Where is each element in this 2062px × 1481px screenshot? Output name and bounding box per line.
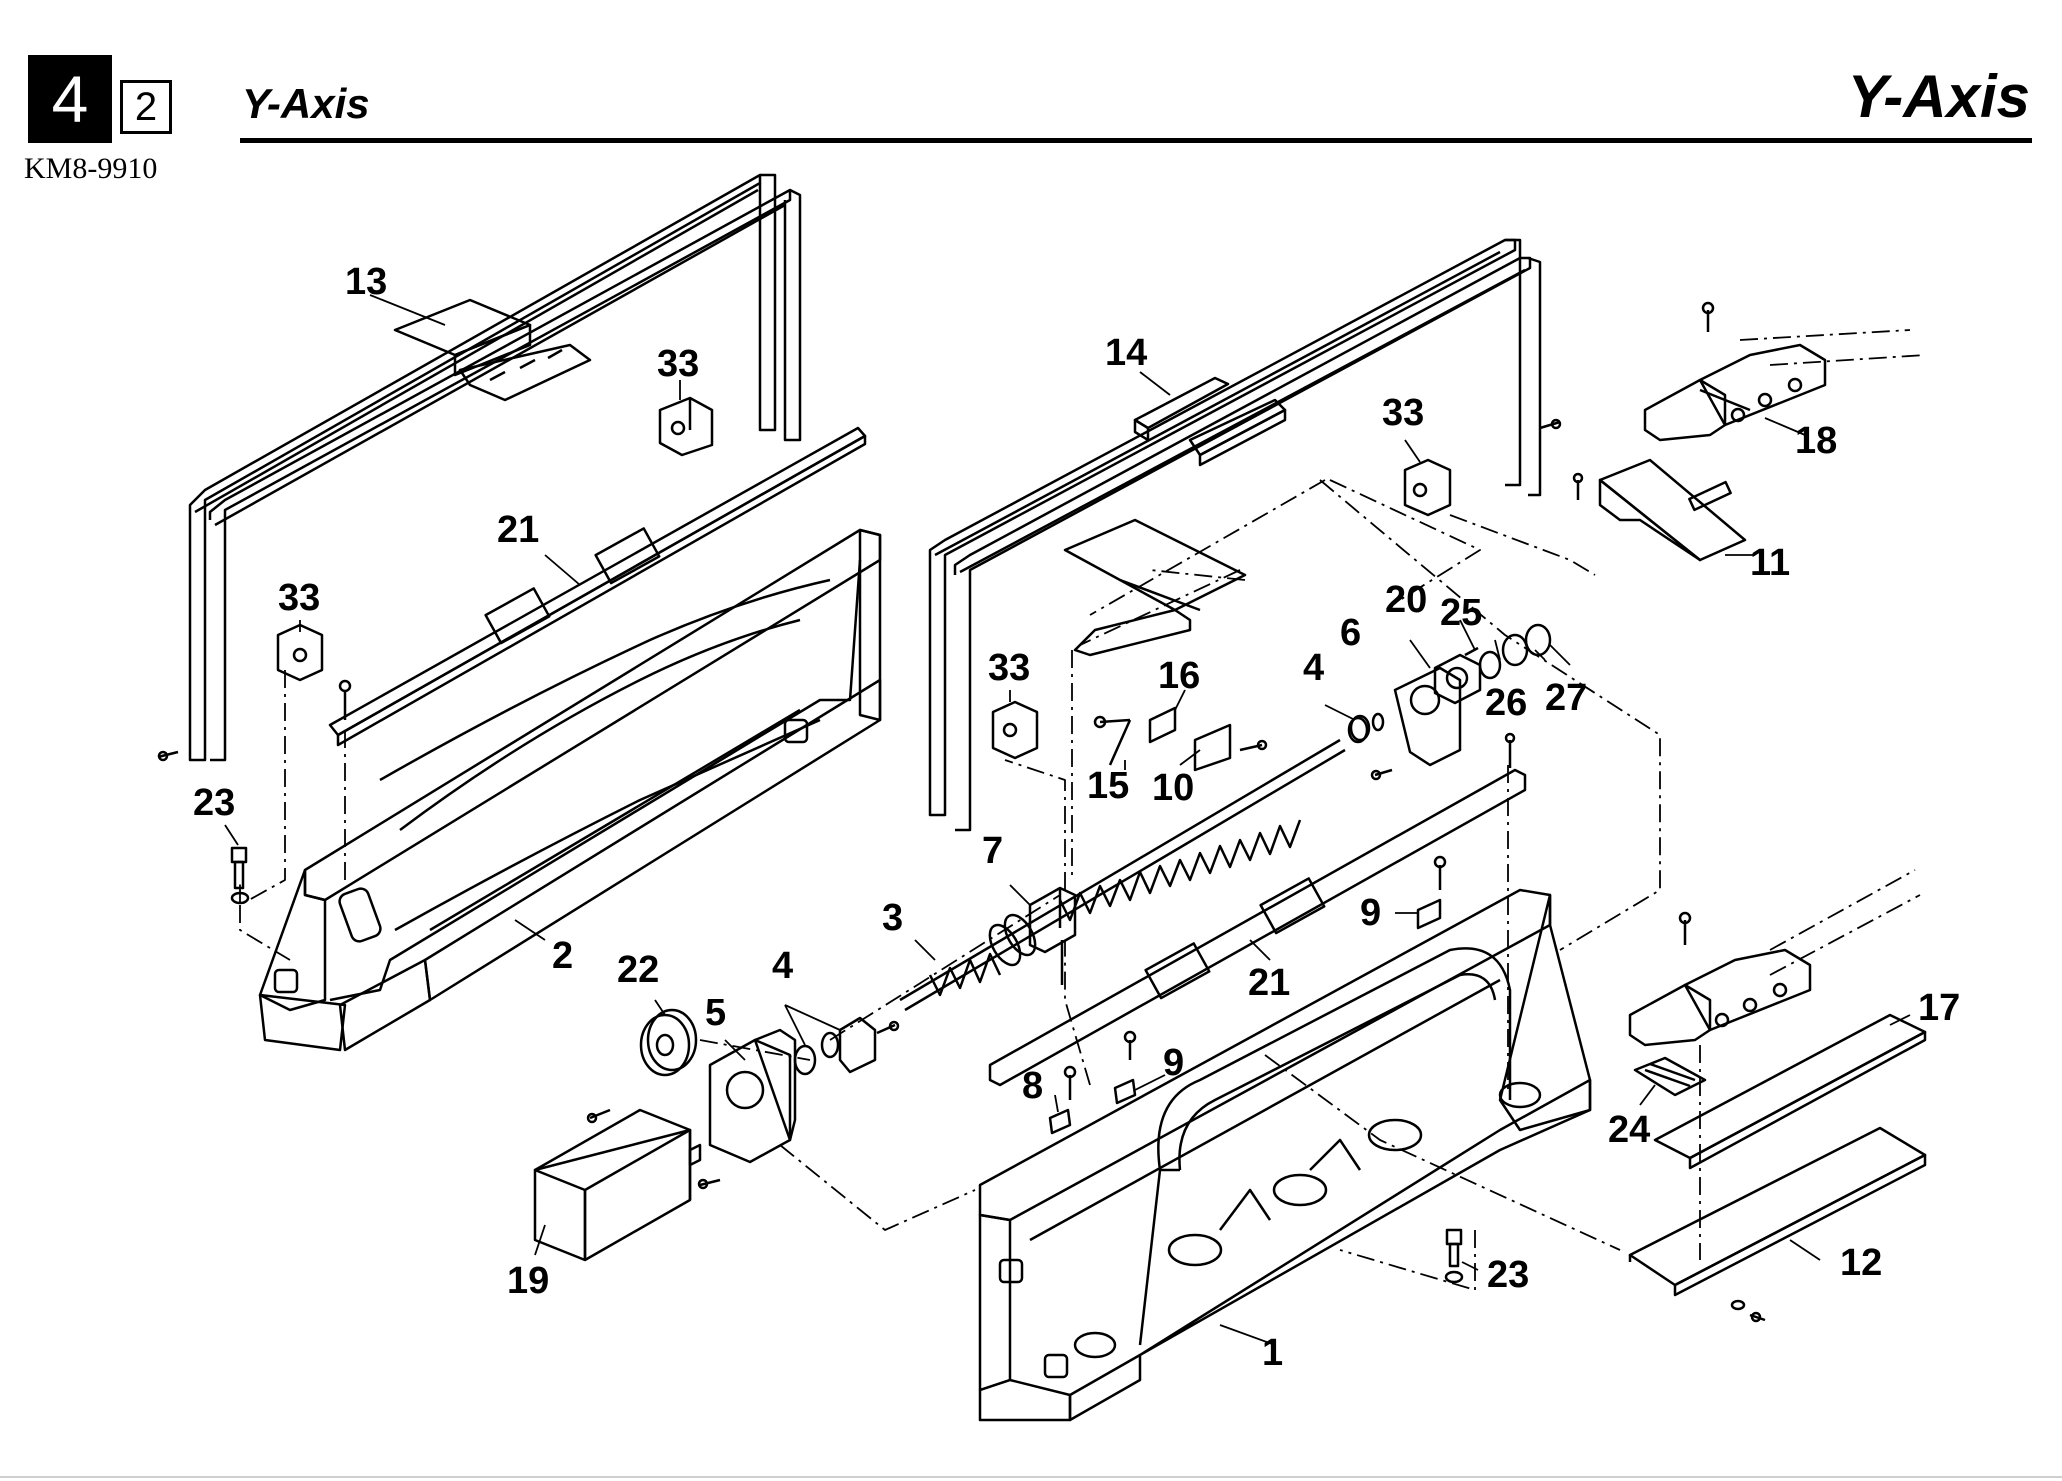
callout-16: 16	[1158, 655, 1200, 697]
callout-7: 7	[982, 830, 1003, 872]
right-gantry-frame	[928, 238, 1542, 832]
callout-27: 27	[1545, 677, 1587, 719]
callout-8: 8	[1022, 1065, 1043, 1107]
part-12-tray	[1628, 1126, 1927, 1323]
part-17-cover-plate	[1653, 1013, 1927, 1170]
callout-9-lower: 9	[1163, 1042, 1184, 1084]
callout-13: 13	[345, 261, 387, 303]
mounting-plate	[1063, 518, 1247, 657]
part-24-connector-plate	[1633, 1056, 1707, 1097]
part-18-cable-chain-lower	[1628, 911, 1812, 1047]
part-2-base-left	[258, 528, 882, 1052]
callout-18: 18	[1795, 420, 1837, 462]
callout-33-c: 33	[1382, 392, 1424, 434]
part-4-bearing-left	[793, 1016, 900, 1076]
part-6-bearing-bracket	[1347, 666, 1462, 781]
callout-25: 25	[1440, 592, 1482, 634]
part-5-motor-bracket	[697, 1028, 797, 1190]
callout-23-left: 23	[193, 782, 235, 824]
callout-12: 12	[1840, 1242, 1882, 1284]
part-11-plate	[1572, 458, 1747, 562]
header-rule	[240, 138, 2032, 143]
part-22-pulley	[639, 1008, 698, 1077]
part-4-bearing-right	[1349, 714, 1371, 742]
callout-17: 17	[1918, 987, 1960, 1029]
parts-15-16-10	[1093, 706, 1268, 772]
callout-10: 10	[1152, 767, 1194, 809]
callout-6: 6	[1340, 612, 1361, 654]
callout-19: 19	[507, 1260, 549, 1302]
left-gantry-frame	[188, 173, 802, 762]
callout-21-lower: 21	[1248, 962, 1290, 1004]
part-33-block-d	[991, 700, 1039, 760]
part-19-servo-motor	[533, 1108, 702, 1262]
part-7-nut-housing	[1028, 886, 1077, 985]
callout-2: 2	[552, 935, 573, 977]
part-23-bolt-left	[230, 846, 250, 905]
part-21-rail-upper	[328, 426, 867, 747]
callout-26: 26	[1485, 682, 1527, 724]
callout-3: 3	[882, 897, 903, 939]
footer-rule	[0, 1476, 2062, 1478]
callout-33-a: 33	[657, 343, 699, 385]
parts-8-9-clamps	[1048, 855, 1447, 1135]
callout-5: 5	[705, 992, 726, 1034]
callout-15: 15	[1087, 765, 1129, 807]
callout-24: 24	[1608, 1109, 1650, 1151]
part-21-rail-lower	[988, 732, 1527, 1087]
part-18-cable-chain-top	[1643, 301, 1827, 442]
callout-33-b: 33	[278, 577, 320, 619]
alignment-lines	[239, 329, 1926, 1291]
callout-22: 22	[617, 949, 659, 991]
callout-9-upper: 9	[1360, 892, 1381, 934]
model-code: KM8-9910	[24, 152, 158, 185]
page-title-right: Y-Axis	[1847, 63, 2030, 130]
page-title-left: Y-Axis	[242, 80, 370, 127]
callout-20: 20	[1385, 579, 1427, 621]
section-number-badge: 4	[28, 55, 112, 143]
part-14-block	[1133, 376, 1287, 467]
callout-4-right: 4	[1303, 647, 1324, 689]
part-3-ball-screw	[899, 738, 1346, 1012]
callout-23-right: 23	[1487, 1254, 1529, 1296]
part-33-block-c	[1403, 418, 1562, 517]
callout-leaders	[224, 294, 1911, 1346]
part-33-block-a	[658, 396, 714, 457]
subsection-number-badge: 2	[120, 80, 172, 134]
callout-21-upper: 21	[497, 509, 539, 551]
callout-1: 1	[1262, 1332, 1283, 1374]
part-13-bracket	[393, 298, 592, 402]
part-23-bolt-right	[1444, 1228, 1464, 1284]
screw-left-frame	[157, 679, 352, 762]
callout-11: 11	[1750, 542, 1790, 584]
callout-4-left: 4	[772, 945, 793, 987]
callout-14: 14	[1105, 332, 1147, 374]
callout-labels: 13 33 21 33 23 2 14 33 18 11 33 20 25 6 …	[193, 261, 1960, 1374]
callout-33-d: 33	[988, 647, 1030, 689]
